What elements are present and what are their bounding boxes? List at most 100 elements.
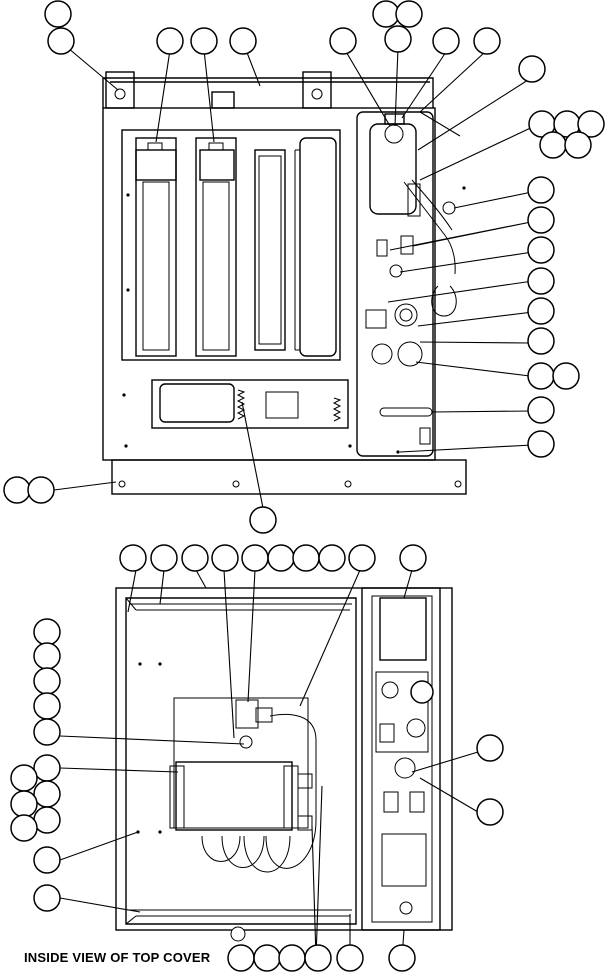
callout-l25 xyxy=(476,798,504,826)
callout-l30 xyxy=(304,944,332,972)
callout-u21 xyxy=(527,267,555,295)
leader-l10 xyxy=(59,831,139,861)
leader-u17 xyxy=(415,361,531,377)
switch-2 xyxy=(400,235,414,255)
label-plate xyxy=(379,407,433,417)
filter-pad xyxy=(265,391,299,419)
callout-u23 xyxy=(527,327,555,355)
relay-top xyxy=(384,124,404,144)
module-3-strip xyxy=(258,155,282,345)
leader-u04 xyxy=(245,49,261,87)
filter-bracket xyxy=(151,379,349,429)
callout-l06 xyxy=(267,544,295,572)
leader-u19 xyxy=(399,444,533,453)
callout-u22 xyxy=(527,297,555,325)
callout-l29 xyxy=(278,944,306,972)
module-2 xyxy=(195,137,237,357)
callout-l23 xyxy=(33,884,61,912)
callout-l01 xyxy=(119,544,147,572)
module-bay xyxy=(121,129,341,361)
figure-caption: INSIDE VIEW OF TOP COVER xyxy=(24,950,211,965)
screw-7 xyxy=(462,186,466,190)
callout-u28 xyxy=(3,476,31,504)
module-1-tab xyxy=(147,142,163,151)
callout-u15 xyxy=(577,110,605,138)
capacitor-1 xyxy=(371,343,393,365)
callout-u01 xyxy=(44,0,72,28)
side-dial xyxy=(394,757,416,779)
switch-1 xyxy=(376,239,388,257)
leader-u20 xyxy=(53,481,117,491)
module-2-latch xyxy=(199,149,235,181)
screw-4 xyxy=(124,444,128,448)
transformer-right-clamp xyxy=(283,765,299,829)
cover-screw-4 xyxy=(158,830,162,834)
leader-u10 xyxy=(419,123,540,181)
leader-u07 xyxy=(401,51,447,119)
leader-l04 xyxy=(223,569,235,739)
callout-u11 xyxy=(473,27,501,55)
leader-u08 xyxy=(419,51,486,137)
cover-top-rail xyxy=(130,603,352,611)
side-terminal-2 xyxy=(409,791,425,813)
cover-outer xyxy=(115,587,453,931)
callout-l11 xyxy=(33,618,61,646)
back-plate xyxy=(102,107,436,461)
upper-assembly-view xyxy=(53,47,540,509)
leader-u14 xyxy=(387,280,534,303)
capacitor-2 xyxy=(397,341,423,367)
callout-l07 xyxy=(292,544,320,572)
leader-u15 xyxy=(417,311,534,327)
terminal-post-1 xyxy=(297,773,313,789)
callout-l04 xyxy=(211,544,239,572)
leader-u12 xyxy=(389,221,532,251)
callout-u09 xyxy=(384,25,412,53)
callout-l19 xyxy=(10,790,38,818)
callout-l17 xyxy=(10,764,38,792)
callout-l03 xyxy=(181,544,209,572)
filter-body xyxy=(159,383,235,423)
leader-u02 xyxy=(155,49,171,143)
bottom-flange xyxy=(111,459,467,495)
callout-u30 xyxy=(249,506,277,534)
cover-screw-1 xyxy=(138,662,142,666)
side-panel xyxy=(361,587,441,931)
flange-hole-1 xyxy=(118,480,126,488)
cover-bottom-rail xyxy=(130,909,352,917)
module-3 xyxy=(254,149,286,351)
screw-3 xyxy=(122,393,126,397)
module-2-tab xyxy=(208,142,224,151)
callouts-lower xyxy=(10,544,504,972)
relay-module-ring xyxy=(239,735,253,749)
potentiometer-inner xyxy=(399,308,413,322)
callout-u08 xyxy=(329,27,357,55)
flange-hole-2 xyxy=(232,480,240,488)
leader-u16 xyxy=(419,341,531,344)
callout-l16 xyxy=(33,754,61,782)
leader-u01 xyxy=(67,47,119,91)
side-knob-1 xyxy=(381,681,399,699)
leader-l08 xyxy=(59,735,245,745)
callout-l14 xyxy=(33,692,61,720)
flange-hole-4 xyxy=(454,480,462,488)
relay-connector xyxy=(255,707,273,723)
screw-5 xyxy=(348,444,352,448)
callout-u07 xyxy=(395,0,423,28)
leader-l02 xyxy=(159,569,165,605)
leader-l14 xyxy=(311,785,323,959)
callout-u04 xyxy=(190,27,218,55)
module-1-latch xyxy=(135,149,177,181)
relay-module xyxy=(235,699,259,729)
fuse-arm xyxy=(431,285,457,317)
side-label xyxy=(379,723,395,743)
filter-coil-2 xyxy=(332,397,342,422)
callout-u06 xyxy=(372,0,400,28)
bottom-connector xyxy=(419,427,431,445)
cover-inner-frame xyxy=(125,597,357,925)
module-4 xyxy=(299,137,337,357)
connector-block xyxy=(407,183,421,217)
callouts-upper xyxy=(3,0,605,534)
callout-u10 xyxy=(432,27,460,55)
side-module xyxy=(375,671,429,753)
